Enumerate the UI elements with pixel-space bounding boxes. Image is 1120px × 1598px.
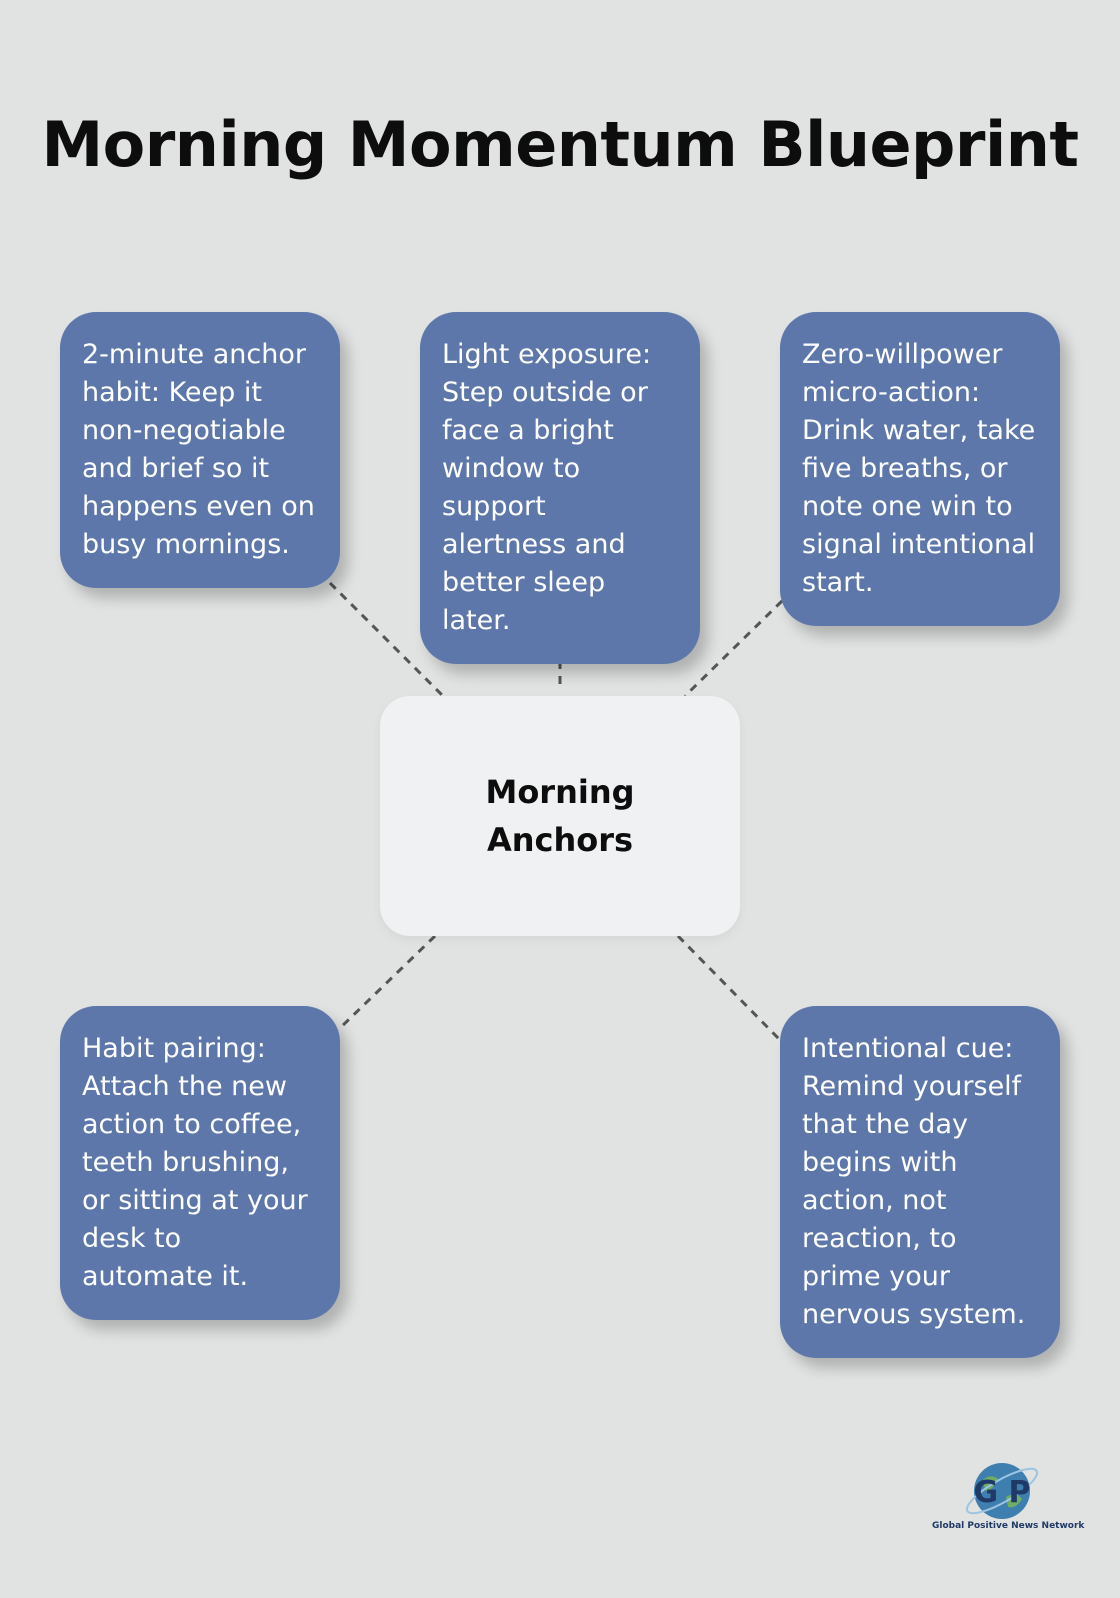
connector-bottom-right xyxy=(676,934,782,1042)
center-node: Morning Anchors xyxy=(380,696,740,936)
brand-logo: G P Global Positive News Network xyxy=(932,1455,1085,1535)
connector-top-right xyxy=(683,599,784,698)
page-title: Morning Momentum Blueprint xyxy=(41,108,1079,181)
connector-bottom-left xyxy=(336,934,437,1032)
connector-top-left xyxy=(328,581,445,698)
node-anchor-habit-text: 2-minute anchor habit: Keep it non-negot… xyxy=(82,339,315,560)
center-node-label: Morning Anchors xyxy=(485,773,635,859)
node-habit-pairing: Habit pairing: Attach the new action to … xyxy=(60,1006,340,1320)
node-light-exposure-text: Light exposure: Step outside or face a b… xyxy=(442,339,652,636)
node-micro-action-text: Zero-willpower micro-action: Drink water… xyxy=(802,339,1036,598)
logo-mark: G P xyxy=(973,1475,1030,1510)
globe-logo-icon: G P xyxy=(965,1463,1039,1519)
node-intentional-cue: Intentional cue: Remind yourself that th… xyxy=(780,1006,1060,1358)
node-light-exposure: Light exposure: Step outside or face a b… xyxy=(420,312,700,664)
logo-text: Global Positive News Network xyxy=(932,1521,1085,1531)
node-micro-action: Zero-willpower micro-action: Drink water… xyxy=(780,312,1060,626)
node-intentional-cue-text: Intentional cue: Remind yourself that th… xyxy=(802,1033,1026,1330)
node-habit-pairing-text: Habit pairing: Attach the new action to … xyxy=(82,1033,308,1292)
node-anchor-habit: 2-minute anchor habit: Keep it non-negot… xyxy=(60,312,340,588)
